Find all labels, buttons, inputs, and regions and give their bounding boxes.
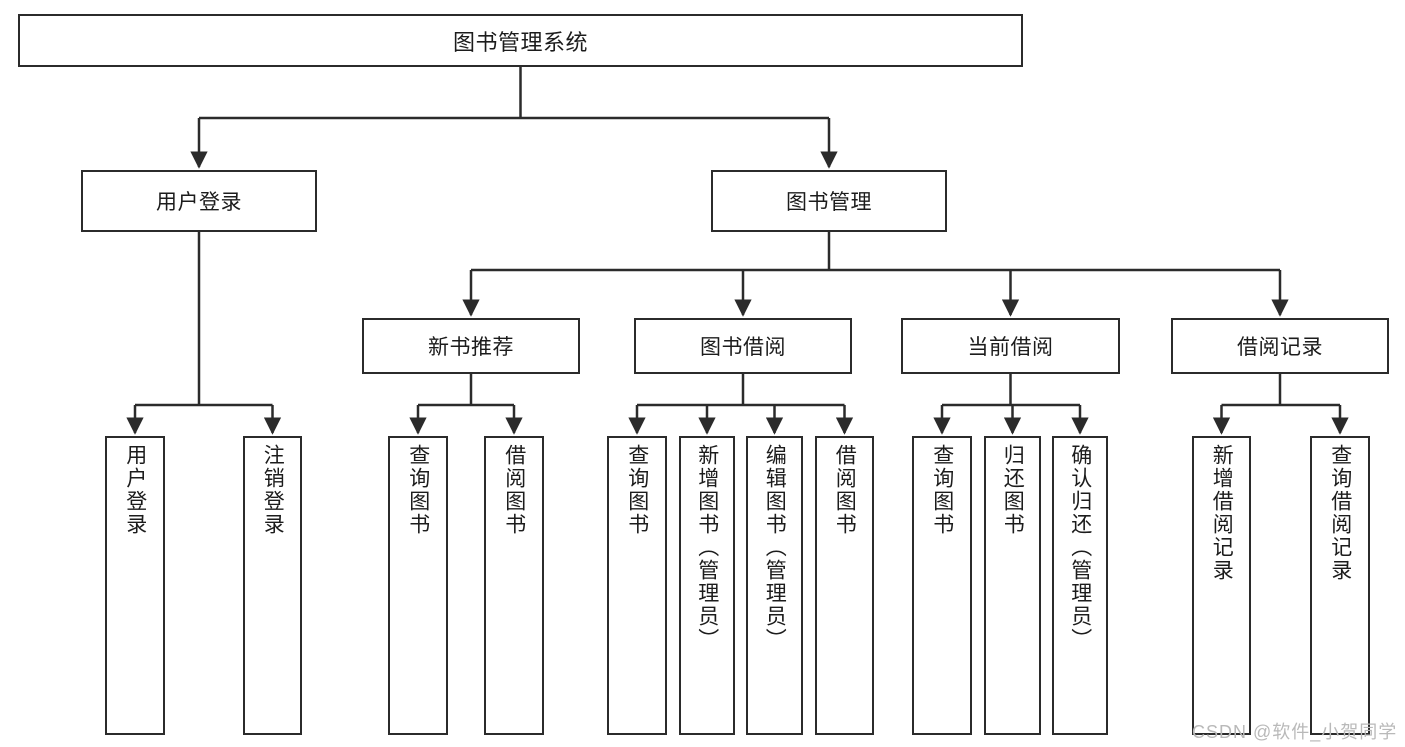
node-leaf-confirm-return[interactable]: 确认归还（管理员） bbox=[1052, 436, 1108, 735]
node-leaf-add-borrow-record[interactable]: 新增借阅记录 bbox=[1192, 436, 1251, 735]
node-leaf-edit-book[interactable]: 编辑图书（管理员） bbox=[746, 436, 803, 735]
node-label: 图书借阅 bbox=[700, 336, 786, 359]
csdn-watermark: CSDN @软件_小贺同学 bbox=[1192, 722, 1398, 742]
node-label: 新书推荐 bbox=[428, 336, 514, 359]
node-label: 归还图书 bbox=[1001, 444, 1025, 536]
node-label: 用户登录 bbox=[156, 191, 242, 214]
node-label: 新增借阅记录 bbox=[1210, 444, 1234, 582]
node-leaf-query-book-current[interactable]: 查询图书 bbox=[912, 436, 972, 735]
node-label: 确认归还（管理员） bbox=[1068, 444, 1092, 651]
node-label: 注销登录 bbox=[261, 444, 285, 536]
node-label: 查询图书 bbox=[625, 444, 649, 536]
node-label: 图书管理系统 bbox=[452, 29, 588, 55]
node-current-borrow[interactable]: 当前借阅 bbox=[901, 318, 1120, 374]
node-leaf-query-book-rec[interactable]: 查询图书 bbox=[388, 436, 448, 735]
node-leaf-user-logout[interactable]: 注销登录 bbox=[243, 436, 302, 735]
node-label: 借阅图书 bbox=[502, 444, 526, 536]
node-book-borrow[interactable]: 图书借阅 bbox=[634, 318, 852, 374]
node-label: 用户登录 bbox=[123, 444, 147, 536]
node-label: 编辑图书（管理员） bbox=[763, 444, 787, 651]
node-book-manage[interactable]: 图书管理 bbox=[711, 170, 947, 232]
node-leaf-add-book[interactable]: 新增图书（管理员） bbox=[679, 436, 735, 735]
node-leaf-return-book[interactable]: 归还图书 bbox=[984, 436, 1041, 735]
node-leaf-borrow-book[interactable]: 借阅图书 bbox=[815, 436, 874, 735]
node-leaf-query-borrow-record[interactable]: 查询借阅记录 bbox=[1310, 436, 1370, 735]
node-label: 新增图书（管理员） bbox=[695, 444, 719, 651]
node-new-book-rec[interactable]: 新书推荐 bbox=[362, 318, 580, 374]
node-borrow-record[interactable]: 借阅记录 bbox=[1171, 318, 1389, 374]
node-label: 查询图书 bbox=[930, 444, 954, 536]
node-label: 当前借阅 bbox=[967, 336, 1054, 359]
node-leaf-borrow-book-rec[interactable]: 借阅图书 bbox=[484, 436, 544, 735]
node-label: 查询借阅记录 bbox=[1328, 444, 1352, 582]
node-label: 图书管理 bbox=[786, 191, 872, 214]
node-label: 查询图书 bbox=[406, 444, 430, 536]
node-leaf-query-book-borrow[interactable]: 查询图书 bbox=[607, 436, 667, 735]
node-leaf-user-login[interactable]: 用户登录 bbox=[105, 436, 165, 735]
node-label: 借阅图书 bbox=[833, 444, 857, 536]
node-label: 借阅记录 bbox=[1237, 336, 1323, 359]
node-root[interactable]: 图书管理系统 bbox=[18, 14, 1023, 67]
node-user-login[interactable]: 用户登录 bbox=[81, 170, 317, 232]
